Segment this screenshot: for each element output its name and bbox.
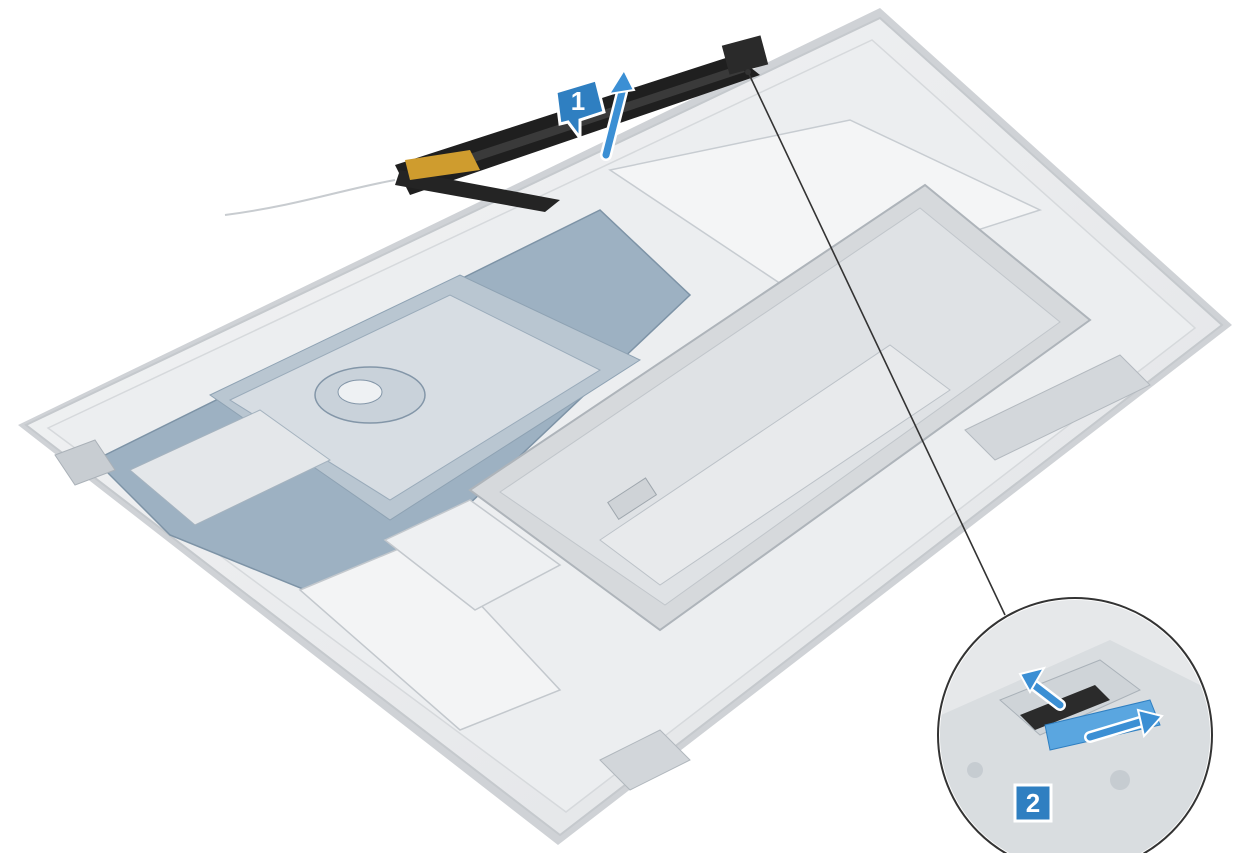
- ssd-shield: [298, 539, 562, 731]
- step-2-badge: 2: [1013, 783, 1053, 823]
- antenna-cable: [224, 179, 396, 216]
- callout-anchor: [745, 69, 751, 75]
- step-2-number: 2: [1026, 788, 1040, 818]
- battery: [468, 183, 1092, 632]
- arrow-right-icon: [1084, 708, 1164, 743]
- cable-connector: [721, 35, 769, 75]
- step-1-badge: 1: [554, 78, 606, 143]
- step-1-number: 1: [571, 86, 585, 116]
- arrow-up-left-icon: [1018, 666, 1066, 711]
- arrow-up-icon: [600, 67, 636, 161]
- callout-leader-line: [747, 71, 1006, 616]
- edge-components: [54, 354, 1151, 791]
- metal-shields: [298, 119, 1043, 731]
- flex-tab: [1044, 699, 1161, 751]
- wlan-card: [129, 409, 331, 526]
- zoom-callout: 2: [937, 597, 1213, 853]
- system-board: [93, 209, 692, 601]
